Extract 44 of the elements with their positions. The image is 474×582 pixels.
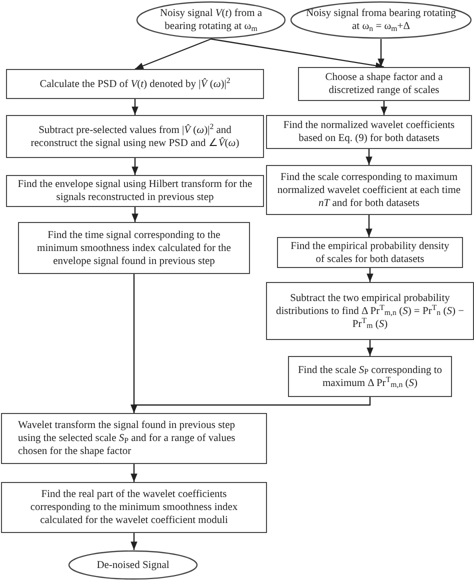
step-text: Noisy signal V(t) from a bearing rotating at ω$_{m}$ xyxy=(158,7,264,33)
arrow xyxy=(130,533,138,550)
step-text: Find the envelope signal using Hilbert transform for the signals reconstructed in previous step xyxy=(16,178,254,204)
step-text: Choose a shape factor and a discretized range of scales xyxy=(324,71,444,97)
arrow xyxy=(380,101,388,115)
step-text: Subtract the two empirical probability distributions to find Δ Pr$^{T}$$_{m,n}$ (S) = Pr$^{T}$$_{n}$ (S) − Pr$^{T}$$_{m}$ (S) xyxy=(275,292,465,330)
process-box xyxy=(266,282,474,340)
step-text: Find the real part of the wavelet coefficients corresponding to the minimum smoothness index calculated for the wavelet coefficient moduli xyxy=(29,488,239,527)
terminal-oval xyxy=(68,550,198,580)
arrow xyxy=(366,215,372,237)
process-box xyxy=(1,413,267,464)
process-box xyxy=(277,237,463,268)
process-box xyxy=(6,175,264,207)
step-text: Find the normalized wavelet coefficients based on Eq. (9) for both datasets xyxy=(282,119,456,145)
step-text: Calculate the PSD of V(t) denoted by |V̂ (ω)|$^{2}$ xyxy=(40,78,230,90)
arrow xyxy=(132,158,138,175)
arrow xyxy=(366,268,374,282)
step-text: Find the scale S$_{P}$ corresponding to maximum Δ Pr$^{T}$$_{m,n}$ (S) xyxy=(297,364,443,390)
step-text: Noisy signal froma bearing rotating at ω$_{n}$ = ω$_{m}$+Δ xyxy=(306,7,456,33)
step-text: Wavelet transform the signal found in previous step using the selected scale S$_{P}$ and for a range of values chosen for the shape factor xyxy=(17,419,236,458)
arrow xyxy=(132,99,138,115)
step-text: Find the time signal corresponding to the minimum smoothness index calculated for the envelope signal found in previous step xyxy=(36,228,232,268)
process-box xyxy=(288,356,452,397)
process-box xyxy=(6,69,264,99)
step-text: De-noised Signal xyxy=(96,558,170,572)
process-box xyxy=(298,67,470,101)
arrow xyxy=(130,397,371,413)
step-text: Find the scale corresponding to maximum normalized wavelet coefficient at each time nT and for both datasets xyxy=(276,170,462,210)
arrow xyxy=(134,38,212,70)
process-box xyxy=(266,115,472,149)
terminal-oval xyxy=(290,1,472,39)
arrow xyxy=(366,149,372,165)
terminal-oval xyxy=(136,1,286,39)
process-box xyxy=(6,115,264,158)
process-box xyxy=(266,165,472,215)
process-box xyxy=(18,222,250,274)
step-text: Find the empirical probability density of scales for both datasets xyxy=(290,240,450,266)
arrow xyxy=(210,38,384,69)
arrow xyxy=(130,464,138,482)
arrow xyxy=(378,39,384,67)
step-text: Subtract pre-selected values from |V̂ (ω)|$^{2}$ and reconstruct the signal using new PSD and ∠V̂(ω) xyxy=(30,124,240,150)
arrow xyxy=(132,207,138,222)
process-box xyxy=(1,482,267,533)
arrow xyxy=(366,340,374,356)
